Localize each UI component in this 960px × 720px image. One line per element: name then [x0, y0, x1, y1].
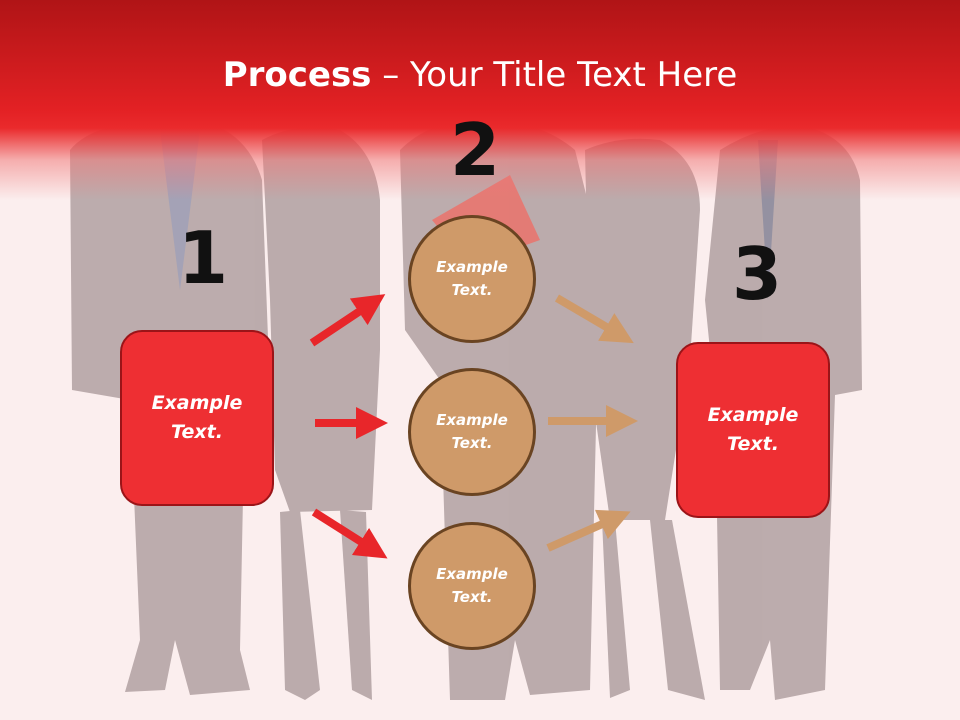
title-rest: – Your Title Text Here: [371, 55, 738, 95]
box-text-line1: Example: [151, 392, 243, 414]
circle-text-line2: Text.: [451, 281, 493, 299]
box-text-line2: Text.: [727, 433, 779, 455]
circle-text-line1: Example: [436, 411, 508, 429]
step-2-circle-middle[interactable]: Example Text.: [408, 368, 536, 496]
step-1-box[interactable]: Example Text.: [120, 330, 274, 506]
step-number-2: 2: [450, 108, 501, 192]
arrow-icon: [309, 294, 386, 347]
step-2-circle-bottom[interactable]: Example Text.: [408, 522, 536, 650]
circle-text-line2: Text.: [451, 588, 493, 606]
title-band: [0, 0, 960, 200]
box-text-line2: Text.: [171, 421, 223, 443]
title-bold: Process: [222, 55, 372, 95]
circle-text-line2: Text.: [451, 434, 493, 452]
circle-text-line1: Example: [436, 565, 508, 583]
box-text-line1: Example: [707, 404, 799, 426]
step-3-box[interactable]: Example Text.: [676, 342, 830, 518]
circle-text-line1: Example: [436, 258, 508, 276]
step-number-1: 1: [178, 216, 229, 300]
step-2-circle-top[interactable]: Example Text.: [408, 215, 536, 343]
arrow-icon: [554, 294, 634, 344]
arrow-icon: [546, 509, 631, 552]
step-number-3: 3: [732, 232, 783, 316]
arrow-icon: [311, 508, 388, 559]
slide-title[interactable]: Process – Your Title Text Here: [0, 54, 960, 96]
